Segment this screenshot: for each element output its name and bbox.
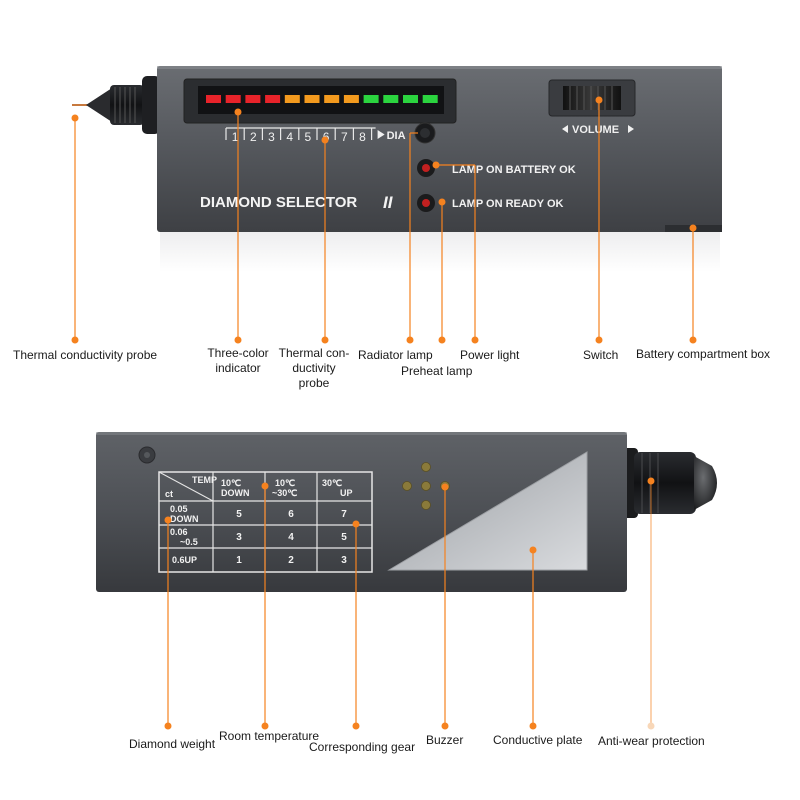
col-header-1-line1: 10℃: [221, 478, 241, 488]
scale-number: 1: [232, 130, 239, 144]
led-segment: [304, 95, 320, 103]
table-cell: 2: [288, 555, 294, 566]
model-mark: II: [383, 193, 394, 212]
scale-number: 5: [305, 130, 312, 144]
conductive-plate: [387, 451, 588, 571]
col-header-3-line1: 30℃: [322, 478, 342, 488]
col-header-2-line1: 10℃: [275, 478, 295, 488]
led-segment: [422, 95, 438, 103]
table-cell: 6: [288, 509, 294, 520]
row-label-1-line2: DOWN: [170, 514, 199, 524]
led-segment: [225, 95, 241, 103]
led-segment: [265, 95, 281, 103]
volume-right-arrow-icon: [628, 125, 634, 133]
led-segment: [206, 95, 221, 103]
col-header-1-line2: DOWN: [221, 488, 250, 498]
volume-wheel[interactable]: [563, 86, 621, 110]
label-thermal-conductivity-probe-2: Thermal con- ductivity probe: [276, 346, 352, 391]
label-three-color-line2: indicator: [215, 361, 261, 375]
row-label-2-line1: 0.06: [170, 527, 188, 537]
label-radiator-lamp: Radiator lamp: [358, 348, 433, 362]
lamp-ready-text: LAMP ON READY OK: [452, 198, 563, 210]
row-label-3: 0.6UP: [172, 555, 197, 565]
top-device: 12345678DIA LAMP ON BATTERY OK LAMP ON R…: [72, 66, 722, 272]
col-header-2-line2: ~30℃: [272, 488, 297, 498]
row-label-2-line2: ~0.5: [180, 537, 198, 547]
led-segment: [403, 95, 418, 103]
label-preheat-lamp: Preheat lamp: [401, 364, 473, 378]
led-segment: [363, 95, 379, 103]
label-diamond-weight: Diamond weight: [129, 737, 216, 751]
scale-number: 4: [286, 130, 293, 144]
brand-text: DIAMOND SELECTOR: [200, 194, 357, 211]
table-cell: 7: [341, 509, 347, 520]
led-segment: [343, 95, 359, 103]
table-corner-top: TEMP: [192, 475, 217, 485]
lamp-battery-text: LAMP ON BATTERY OK: [452, 164, 576, 176]
label-three-color-indicator: Three-color indicator: [200, 346, 276, 376]
led-segment: [324, 95, 340, 103]
scale-arrow-icon: [377, 130, 385, 139]
device-reflection: [160, 232, 720, 272]
led-segment: [383, 95, 399, 103]
table-cell: 4: [288, 532, 294, 543]
scale-number: 2: [250, 130, 257, 144]
label-switch: Switch: [583, 348, 619, 362]
label-room-temperature: Room temperature: [219, 729, 320, 743]
label-conductive-plate: Conductive plate: [493, 733, 583, 747]
led-segment: [245, 95, 261, 103]
label-battery-compartment: Battery compartment box: [636, 347, 771, 361]
row-label-1-line1: 0.05: [170, 504, 188, 514]
scale-end-label: DIA: [387, 130, 406, 142]
led-bar: [206, 95, 438, 103]
col-header-3-line2: UP: [340, 488, 353, 498]
probe-tip: [72, 76, 160, 134]
table-cell: 1: [236, 555, 242, 566]
label-thermal-conductivity-probe: Thermal conductivity probe: [13, 348, 158, 362]
label-tc-probe-line1: Thermal con-: [278, 346, 350, 360]
label-three-color-line1: Three-color: [207, 346, 269, 360]
label-buzzer: Buzzer: [426, 733, 464, 747]
table-cell: 5: [341, 532, 347, 543]
label-anti-wear-protection: Anti-wear protection: [598, 734, 705, 748]
scale-number: 7: [341, 130, 348, 144]
led-segment: [284, 95, 300, 103]
table-cell: 3: [341, 555, 347, 566]
leader-lines: [71, 96, 697, 730]
table-corner-bottom: ct: [165, 489, 173, 499]
table-cell: 3: [236, 532, 242, 543]
label-power-light: Power light: [460, 348, 520, 362]
label-corresponding-gear: Corresponding gear: [309, 740, 416, 754]
scale-number: 3: [268, 130, 275, 144]
volume-text: VOLUME: [572, 124, 619, 136]
bottom-device: TEMP ct 10℃ DOWN 10℃ ~30℃ 30℃ UP 0.05 DO…: [96, 432, 717, 592]
table-cell: 5: [236, 509, 242, 520]
scale-number: 8: [359, 130, 366, 144]
label-tc-probe-line2: ductivity: [292, 361, 336, 375]
volume-left-arrow-icon: [562, 125, 568, 133]
label-tc-probe-line3: probe: [298, 376, 330, 390]
anti-wear-cap: [620, 448, 717, 518]
